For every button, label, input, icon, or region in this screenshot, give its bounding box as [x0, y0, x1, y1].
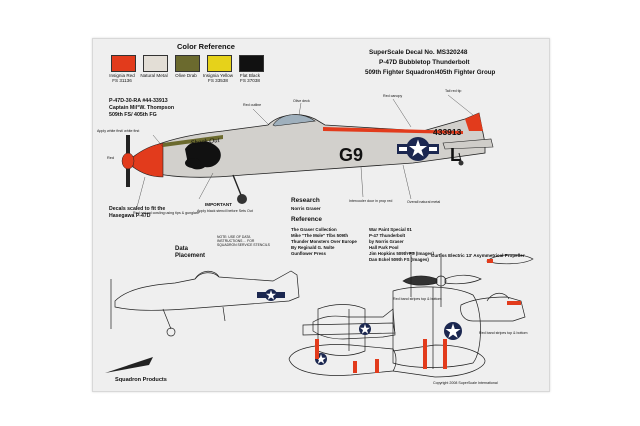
- color-fs-code: FS 31136: [112, 78, 132, 84]
- color-name: Flat Black: [239, 73, 261, 78]
- individual-letter: L: [450, 145, 461, 165]
- pilot-info: Captain Mil°W. Thompson: [109, 105, 175, 111]
- callout-red-canopy: Red canopy: [383, 94, 403, 98]
- color-swatch: [111, 55, 136, 72]
- reference-item: The Graser Collection: [291, 227, 337, 232]
- color-swatch: [175, 55, 200, 72]
- reference-item: Hall Park Pool: [369, 245, 399, 250]
- color-name: Insignia Yellow: [202, 73, 234, 78]
- unit-title: 509th Fighter Squadron/405th Fighter Gro…: [365, 69, 496, 76]
- callout-intercooler: Intercooler door in prop red: [349, 199, 393, 203]
- callout-tail-tip: Tail red tip: [445, 89, 462, 93]
- decal-number-title: SuperScale Decal No. MS320248: [369, 49, 468, 56]
- reference-item: by Norris Graser: [369, 239, 404, 244]
- color-swatch-label: Natural Metal: [137, 73, 171, 78]
- reference-item: P-47 Thunderbolt: [369, 233, 406, 238]
- callout-overall-metal: Overall natural metal: [407, 200, 441, 204]
- reference-item: Gunflower Press: [291, 251, 326, 256]
- reference-item: By Reginald G. Nolte: [291, 245, 335, 250]
- callout-red-cowl: Red natural cowling using tips & gunglar…: [133, 211, 200, 215]
- copyright: Copyright 2008 SuperScale International: [433, 381, 498, 385]
- reference-item: Thunder Monsters Over Europe: [291, 239, 357, 244]
- fuselage-serial: 433913: [433, 127, 462, 137]
- research-by: Norris Graser: [291, 206, 321, 211]
- color-name: Olive Drab: [175, 73, 197, 78]
- reference-item: Mike "The Mole" Tlbs 509th: [291, 233, 349, 238]
- scale-note: Decals scaled to fit the Hasegawa P-47D: [109, 206, 166, 219]
- callout-important: IMPORTANT: [205, 202, 232, 207]
- callout-red-outline: Red outline: [243, 103, 262, 107]
- aircraft-serial-info: P-47D-30-RA #44-33913: [109, 98, 168, 104]
- callout-apply-black: Apply black stencil before Sets Out: [197, 209, 253, 213]
- color-fs-code: FS 37038: [240, 78, 260, 84]
- color-name: Insignia Red: [109, 73, 135, 78]
- research-title: Research: [291, 197, 320, 204]
- main-side-profile: 433913 G9 L Shack Out: [121, 94, 494, 208]
- squadron-code: G9: [339, 145, 363, 165]
- callout-apply-white: Apply white first/ white first: [97, 129, 140, 133]
- data-placement-title: Data Placement: [175, 246, 206, 259]
- reference-item: Jim Hopkins 509th FS (Images): [369, 251, 434, 256]
- wing-band-label-right: Red band stripes top & bottom: [479, 331, 528, 335]
- color-swatch: [207, 55, 232, 72]
- color-swatch: [239, 55, 264, 72]
- aircraft-model-title: P-47D Bubbletop Thunderbolt: [379, 59, 470, 66]
- callout-olive-deck: Olive deck: [293, 99, 310, 103]
- brand-name: Squadron Products: [115, 377, 167, 383]
- color-swatch: [143, 55, 168, 72]
- stencil-note: NOTE: USE OF DATA INSTRUCTIONS ... FOR S…: [217, 235, 270, 248]
- nose-art-text: Shack Out: [190, 136, 221, 147]
- color-name: Natural Metal: [140, 73, 168, 78]
- reference-item: Dan Eckel 509th FS (Images): [369, 257, 429, 262]
- propeller-caption: Curtiss Electric 13' Asymmetrical Propel…: [431, 253, 525, 258]
- reference-item: War Paint Special 01: [369, 227, 412, 232]
- color-fs-code: FS 33538: [208, 78, 228, 84]
- color-swatch-label: Olive Drab: [169, 73, 203, 78]
- reference-title: Reference: [291, 216, 322, 223]
- wing-band-label-left: Red band stripes top & bottom: [393, 297, 442, 301]
- squadron-info: 509th FS/ 405th FG: [109, 112, 157, 118]
- color-reference-title: Color Reference: [177, 42, 235, 51]
- callout-red: Red: [107, 156, 114, 160]
